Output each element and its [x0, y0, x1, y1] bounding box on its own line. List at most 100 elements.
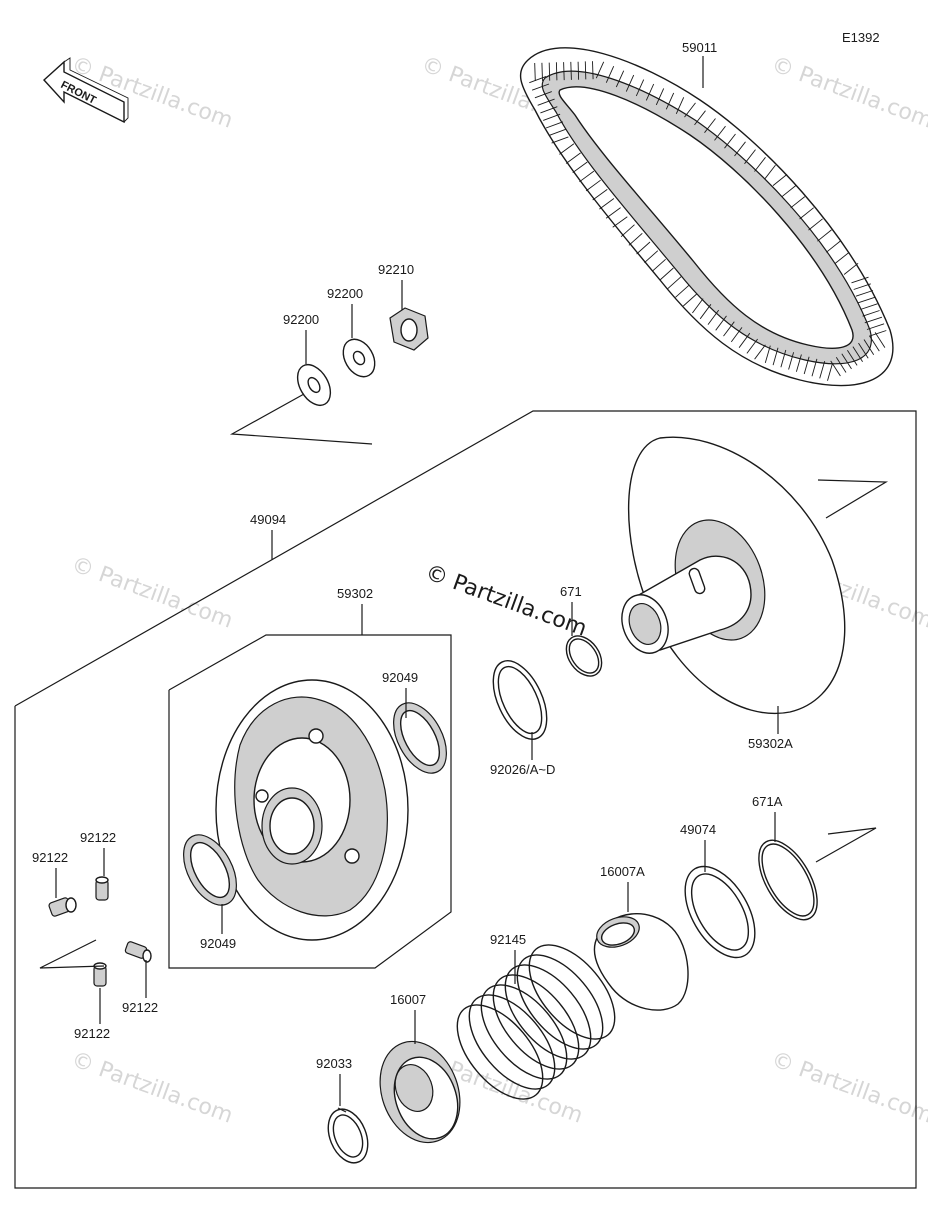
belt-tooth — [817, 229, 832, 242]
spring-92145 — [456, 944, 616, 1100]
belt-tooth — [612, 216, 628, 228]
belt-tooth — [738, 332, 751, 348]
belt-tooth — [625, 74, 635, 92]
belt-tooth — [551, 136, 569, 144]
nut-92210 — [389, 307, 429, 351]
belt-tooth — [534, 91, 552, 99]
shim-92026 — [492, 660, 548, 740]
belt-tooth — [659, 267, 674, 281]
belt-tooth — [579, 170, 595, 183]
belt-tooth — [644, 250, 659, 264]
spring-coil — [516, 954, 604, 1050]
belt-tooth — [684, 102, 696, 118]
belt-tooth — [667, 276, 682, 290]
belt-tooth — [605, 66, 615, 83]
belt-tooth — [592, 61, 594, 80]
label-92210: 92210 — [378, 262, 414, 277]
belt-tooth — [827, 363, 833, 381]
belt-tooth — [704, 118, 716, 133]
belt-tooth — [866, 323, 885, 330]
label-92122-a: 92122 — [32, 850, 68, 865]
grease-fitting-1 — [48, 897, 77, 917]
belt-tooth — [559, 143, 575, 155]
belt-tooth — [595, 61, 605, 79]
watermark: © Partzilla.com — [768, 52, 928, 134]
belt-tooth — [615, 70, 625, 88]
belt-tooth — [744, 149, 756, 165]
label-49094: 49094 — [250, 512, 286, 527]
belt-tooth — [714, 125, 726, 141]
label-671A: 671A — [752, 794, 783, 809]
belt-tooth — [694, 110, 706, 126]
label-92026: 92026/A~D — [490, 762, 555, 777]
fixed-sheave — [621, 436, 846, 715]
grease-fitting-2 — [95, 876, 109, 901]
belt-tooth — [577, 61, 580, 80]
belt-tooth — [730, 327, 743, 343]
belt-tooth — [605, 207, 621, 219]
label-92049-upper: 92049 — [382, 670, 418, 685]
belt-tooth — [585, 179, 601, 192]
belt-tooth — [563, 62, 565, 81]
belt-tooth — [803, 356, 810, 375]
spring-coil — [492, 974, 580, 1070]
belt-tooth — [534, 62, 536, 82]
belt-tooth — [548, 128, 566, 137]
belt-tooth — [855, 290, 874, 297]
belt-tooth — [628, 232, 643, 246]
washer-92200-lower — [296, 364, 332, 406]
cam-16007 — [379, 1040, 461, 1144]
spring-coil — [468, 994, 556, 1090]
belt-tooth — [635, 79, 645, 97]
belt-tooth — [851, 276, 869, 284]
label-92033: 92033 — [316, 1056, 352, 1071]
snap-ring-671 — [565, 635, 603, 677]
label-59302A: 59302A — [748, 736, 793, 751]
belt-tooth — [788, 352, 795, 370]
grease-fitting-3 — [124, 941, 152, 963]
belt-tooth — [863, 339, 875, 355]
belt-tooth — [799, 207, 814, 220]
belt-tooth — [869, 335, 880, 352]
watermark: © Partzilla.com — [768, 1047, 928, 1129]
label-92122-b: 92122 — [80, 830, 116, 845]
cam-16007A — [593, 913, 689, 1011]
label-92122-d: 92122 — [74, 1026, 110, 1041]
belt-tooth — [675, 284, 690, 298]
belt-tooth — [811, 358, 818, 377]
subassembly-outline-59302 — [168, 634, 452, 969]
circlip-92033 — [327, 1107, 369, 1164]
belt-tooth — [841, 353, 852, 370]
center-watermark: © Partzilla.com — [422, 560, 590, 642]
belt-tooth — [795, 354, 802, 372]
belt-tooth — [790, 196, 806, 209]
diagram-code: E1392 — [842, 30, 880, 45]
belt-tooth — [540, 106, 558, 114]
belt-tooth — [584, 61, 587, 80]
belt-tooth — [545, 121, 564, 129]
belt-tooth — [636, 241, 651, 255]
belt-tooth — [592, 189, 608, 201]
ring-671A — [758, 839, 818, 921]
belt-tooth — [692, 298, 704, 314]
belt-tooth — [548, 62, 551, 81]
washer-92200-upper — [342, 338, 376, 378]
watermark: © Partzilla.com — [68, 1047, 236, 1129]
label-92200-upper: 92200 — [327, 286, 363, 301]
belt-tooth — [808, 218, 823, 231]
washer-49074 — [684, 865, 756, 959]
belt-tooth — [723, 321, 735, 337]
label-59011: 59011 — [682, 40, 717, 55]
belt-tooth — [572, 161, 588, 173]
belt-tooth — [715, 315, 727, 331]
belt-tooth — [772, 347, 779, 366]
label-16007A: 16007A — [600, 864, 645, 879]
belt-tooth — [620, 224, 635, 238]
label-59302: 59302 — [337, 586, 373, 601]
label-92145: 92145 — [490, 932, 526, 947]
belt-tooth — [555, 62, 558, 81]
belt-tooth — [529, 75, 547, 84]
belt-tooth — [599, 198, 615, 210]
belt-tooth — [570, 61, 572, 80]
